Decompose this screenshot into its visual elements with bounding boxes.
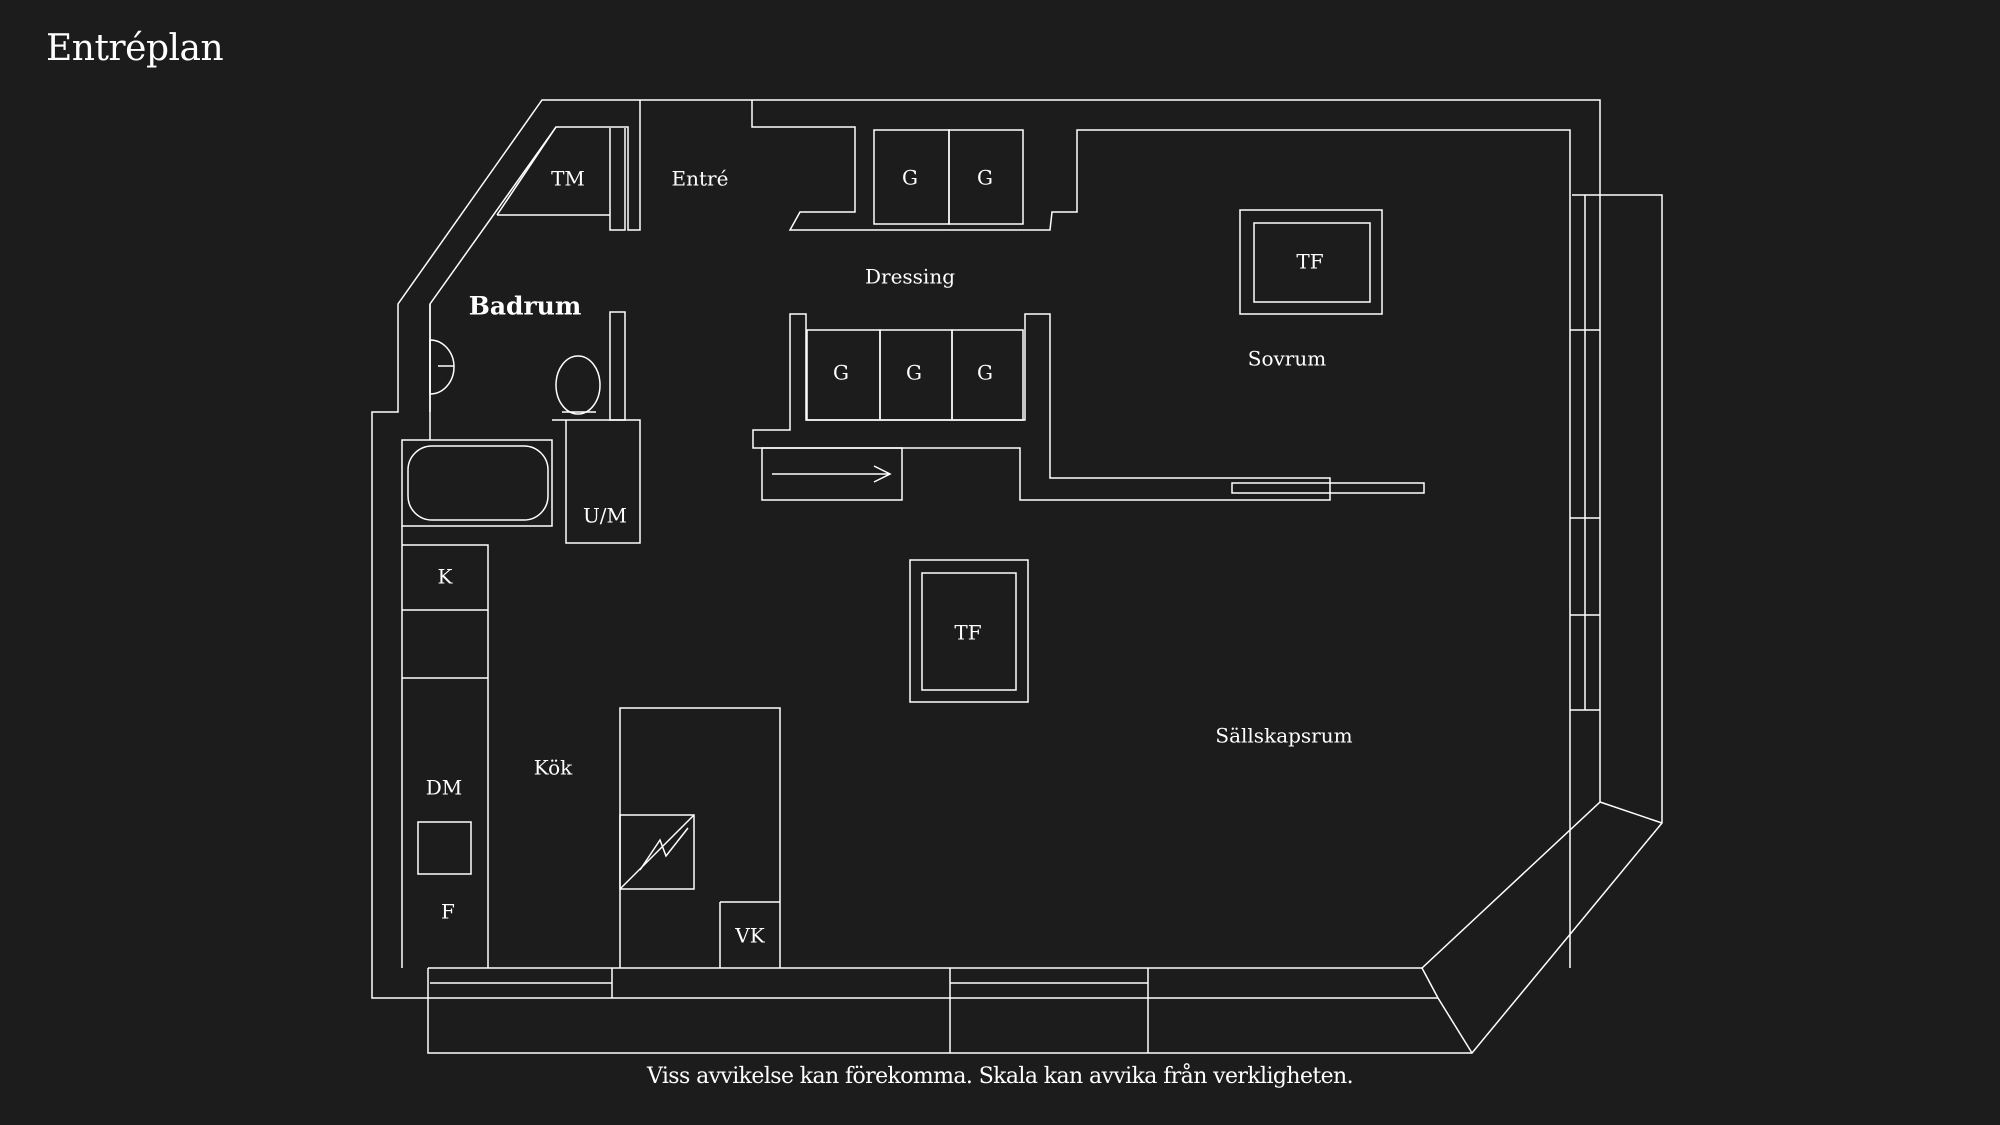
label-g1: G [902,166,918,190]
label-f: F [441,900,455,924]
kitchen-island [619,707,781,968]
label-k: K [438,565,454,589]
label-dm: DM [426,776,463,800]
label-badrum: Badrum [469,292,582,321]
label-um: U/M [583,504,627,528]
wardrobes [752,129,1425,501]
outer-walls [371,99,1663,1054]
label-entre: Entré [672,167,729,191]
label-g5: G [977,361,993,385]
bathroom-walls [401,126,641,968]
label-g2: G [977,166,993,190]
label-tm: TM [551,167,585,191]
label-kok: Kök [534,756,573,780]
page-title: Entréplan [46,28,224,69]
label-dressing: Dressing [865,265,955,289]
label-vk: VK [734,924,765,948]
label-tf-living: TF [954,621,981,645]
fireplaces [909,209,1383,703]
label-sovrum: Sovrum [1248,347,1326,371]
label-sallskapsrum: Sällskapsrum [1215,724,1352,748]
disclaimer: Viss avvikelse kan förekomma. Skala kan … [646,1064,1354,1089]
label-tf-bedroom: TF [1296,250,1323,274]
label-g3: G [833,361,849,385]
label-g4: G [906,361,922,385]
